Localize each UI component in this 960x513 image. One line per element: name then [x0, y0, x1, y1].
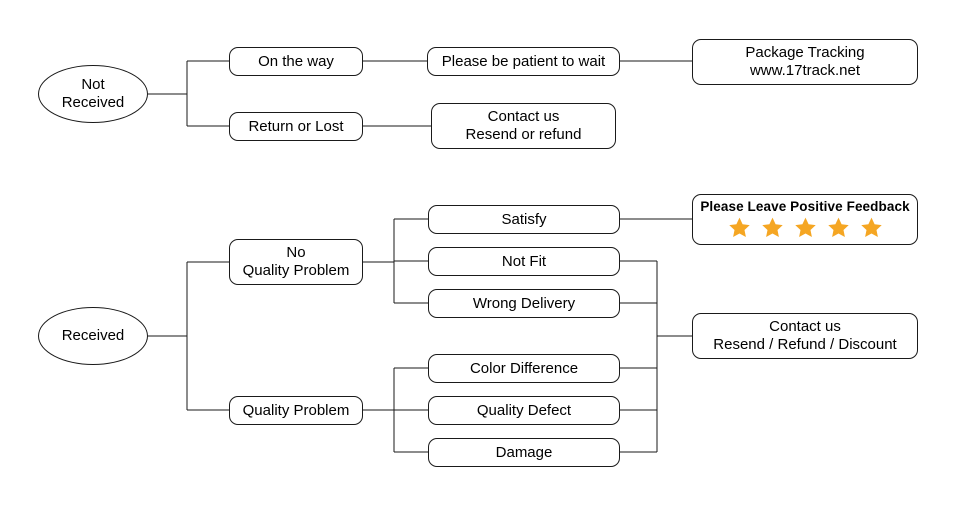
node-on-the-way[interactable]: On the way [229, 47, 363, 76]
node-contact-us-line2: Resend or refund [465, 126, 582, 143]
node-return-or-lost[interactable]: Return or Lost [229, 112, 363, 141]
node-package-tracking[interactable]: Package Tracking www.17track.net [692, 39, 918, 85]
star-icon[interactable] [859, 216, 884, 240]
node-received[interactable]: Received [38, 307, 148, 365]
node-quality-defect[interactable]: Quality Defect [428, 396, 620, 425]
node-color-difference[interactable]: Color Difference [428, 354, 620, 383]
node-contact-us-line1: Contact us [487, 108, 560, 126]
node-please-be-patient-label: Please be patient to wait [441, 52, 606, 70]
node-return-or-lost-label: Return or Lost [248, 117, 344, 135]
node-not-received-line2: Received [61, 94, 125, 111]
feedback-label: Please Leave Positive Feedback [700, 199, 910, 214]
star-icon[interactable] [826, 216, 851, 240]
node-wrong-delivery-label: Wrong Delivery [472, 294, 576, 312]
node-resolution-line1: Contact us [769, 318, 841, 336]
star-icon[interactable] [727, 216, 752, 240]
node-on-the-way-label: On the way [258, 52, 334, 70]
node-not-received-line1: Not [81, 76, 105, 94]
node-no-quality-problem[interactable]: No Quality Problem [229, 239, 363, 285]
node-no-quality-problem-line2: Quality Problem [242, 262, 350, 279]
node-satisfy-label: Satisfy [501, 210, 547, 228]
star-rating[interactable] [727, 216, 884, 240]
node-not-fit-label: Not Fit [501, 252, 547, 270]
node-quality-problem-label: Quality Problem [242, 401, 350, 419]
node-please-be-patient[interactable]: Please be patient to wait [427, 47, 620, 76]
node-package-tracking-line1: Package Tracking [745, 44, 865, 62]
node-color-difference-label: Color Difference [469, 359, 579, 377]
node-satisfy[interactable]: Satisfy [428, 205, 620, 234]
node-quality-defect-label: Quality Defect [476, 401, 572, 419]
node-quality-problem[interactable]: Quality Problem [229, 396, 363, 425]
node-contact-us-resend-refund[interactable]: Contact us Resend or refund [431, 103, 616, 149]
node-no-quality-problem-line1: No [286, 244, 306, 262]
node-not-received[interactable]: Not Received [38, 65, 148, 123]
star-icon[interactable] [760, 216, 785, 240]
node-wrong-delivery[interactable]: Wrong Delivery [428, 289, 620, 318]
node-resolution-line2: Resend / Refund / Discount [713, 336, 897, 353]
node-not-fit[interactable]: Not Fit [428, 247, 620, 276]
node-damage[interactable]: Damage [428, 438, 620, 467]
node-package-tracking-link[interactable]: www.17track.net [749, 62, 861, 79]
node-received-label: Received [61, 327, 125, 345]
node-contact-us-resolution[interactable]: Contact us Resend / Refund / Discount [692, 313, 918, 359]
node-leave-positive-feedback[interactable]: Please Leave Positive Feedback [692, 194, 918, 245]
node-damage-label: Damage [495, 443, 553, 461]
star-icon[interactable] [793, 216, 818, 240]
